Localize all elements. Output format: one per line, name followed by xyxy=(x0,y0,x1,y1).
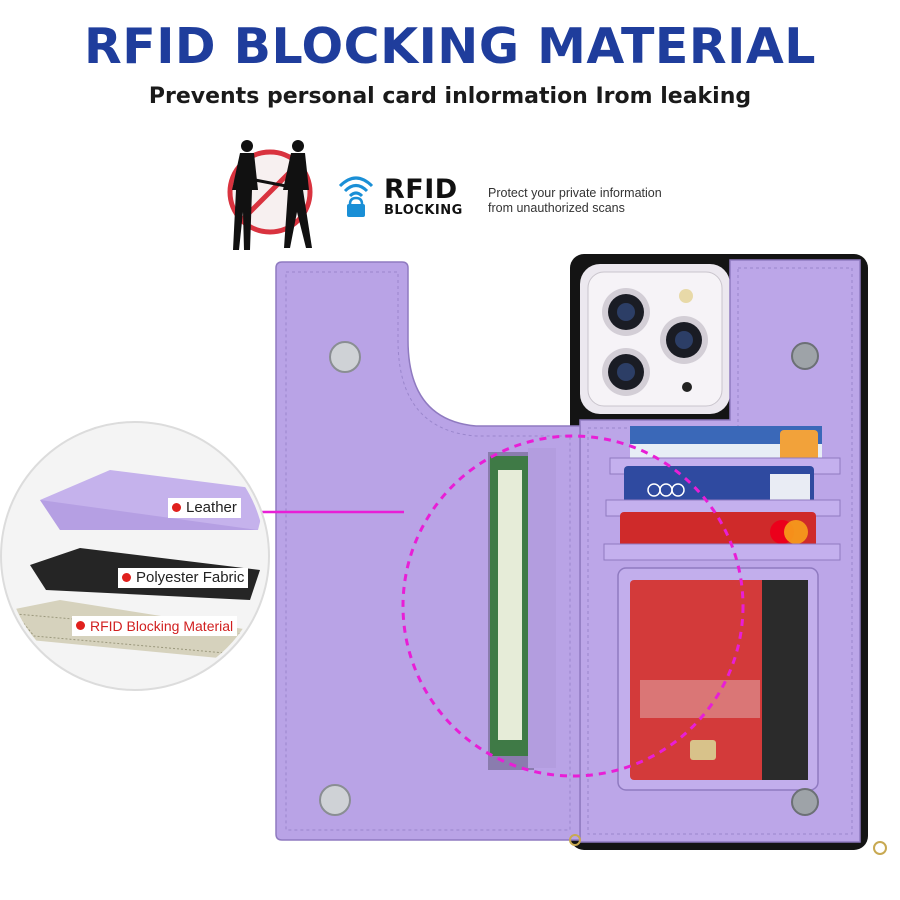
label-dot xyxy=(172,503,181,512)
layer-label-rfid: RFID Blocking Material xyxy=(72,616,238,636)
snap-button-bottom-right xyxy=(791,788,819,816)
rfid-badge-sub: BLOCKING xyxy=(384,203,463,218)
label-dot xyxy=(76,621,85,630)
layer-label-leather: Leather xyxy=(168,498,241,518)
page-subtitle: Prevents personal card inlormation Irom … xyxy=(148,84,752,109)
snap-button-top-right xyxy=(791,342,819,370)
layer-label-polyester: Polyester Fabric xyxy=(118,568,249,588)
protect-text: Protect your private information from un… xyxy=(488,186,662,216)
card-slots xyxy=(603,426,841,561)
material-layers-callout xyxy=(0,421,270,691)
rfid-highlight-circle xyxy=(401,434,745,778)
cash-pocket xyxy=(488,448,556,770)
protect-text-line2: from unauthorized scans xyxy=(488,201,625,215)
id-window-card xyxy=(617,567,819,791)
protect-text-line1: Protect your private information xyxy=(488,186,662,200)
label-dot xyxy=(122,573,131,582)
rfid-badge-word: RFID xyxy=(384,174,458,205)
wifi-lock-icon xyxy=(338,176,374,217)
snap-button-top-left xyxy=(329,341,361,373)
page-title: RFID BLOCKING MATERIAL xyxy=(84,18,816,75)
anti-theft-icon xyxy=(227,140,313,250)
snap-button-bottom-left xyxy=(319,784,351,816)
